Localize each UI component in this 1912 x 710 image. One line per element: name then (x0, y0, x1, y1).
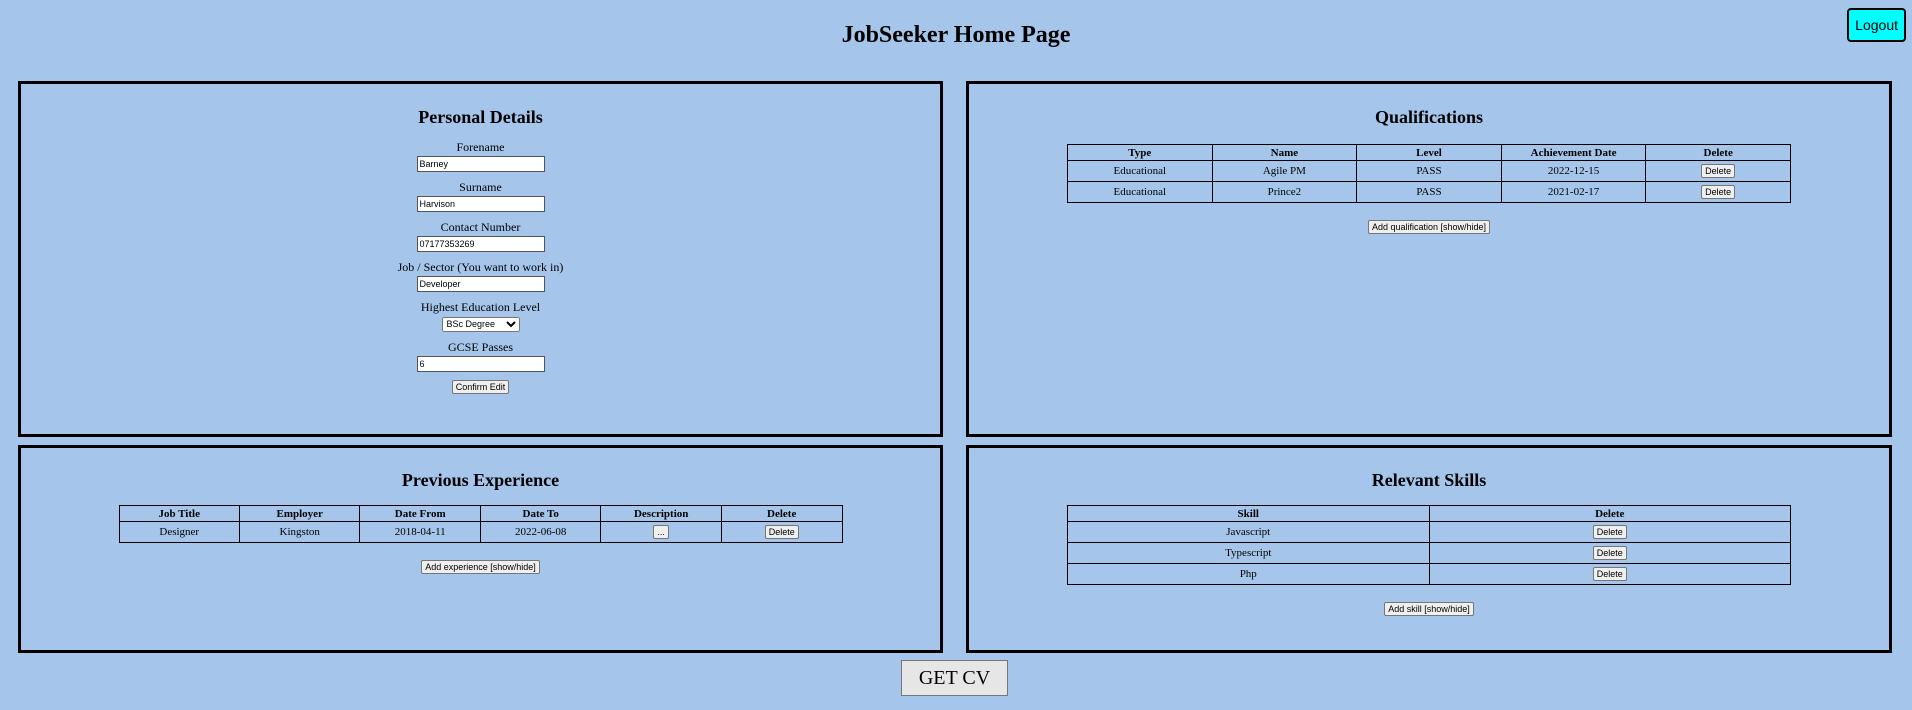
personal-details-heading: Personal Details (418, 107, 543, 127)
qualification-date: 2021-02-17 (1500, 181, 1647, 203)
column-header: Skill (1067, 505, 1430, 522)
skill-name: Typescript (1067, 542, 1430, 564)
qualification-date: 2022-12-15 (1500, 160, 1647, 182)
delete-qualification-button[interactable]: Delete (1701, 164, 1736, 178)
contact-number-label: Contact Number (440, 220, 521, 234)
table-header-row: Skill Delete (1067, 505, 1791, 522)
add-qualification-button[interactable]: Add qualification [show/hide] (1367, 220, 1491, 234)
previous-experience-heading: Previous Experience (401, 470, 560, 490)
table-header-row: Type Name Level Achievement Date Delete (1067, 144, 1791, 161)
delete-qualification-button[interactable]: Delete (1701, 185, 1736, 199)
column-header: Name (1211, 144, 1358, 161)
delete-cell: Delete (1428, 542, 1791, 564)
gcse-passes-input[interactable] (416, 356, 545, 372)
job-sector-input[interactable] (416, 276, 545, 292)
skills-table: Skill Delete Javascript Delete Typescrip… (1067, 505, 1791, 585)
skill-name: Javascript (1067, 521, 1430, 543)
gcse-passes-label: GCSE Passes (447, 340, 513, 354)
education-level-select[interactable]: BSc Degree (441, 316, 520, 332)
table-row: Designer Kingston 2018-04-11 2022-06-08 … (118, 521, 843, 543)
qualification-level: PASS (1356, 160, 1502, 182)
confirm-edit-button[interactable]: Confirm Edit (451, 380, 510, 394)
column-header: Date To (479, 505, 602, 522)
job-sector-group: Job / Sector (You want to work in) (21, 260, 940, 292)
qualification-name: Agile PM (1211, 160, 1358, 182)
qualification-type: Educational (1067, 181, 1213, 203)
surname-input[interactable] (416, 196, 545, 212)
experience-date-from: 2018-04-11 (359, 521, 481, 543)
contact-number-input[interactable] (416, 236, 545, 252)
experience-table: Job Title Employer Date From Date To Des… (118, 505, 843, 543)
column-header: Job Title (118, 505, 240, 522)
page-title: JobSeeker Home Page (841, 22, 1071, 48)
logout-button[interactable]: Logout (1847, 8, 1906, 42)
forename-group: Forename (21, 140, 940, 172)
skill-name: Php (1067, 563, 1430, 585)
table-row: Php Delete (1067, 563, 1791, 585)
relevant-skills-panel: Relevant Skills Skill Delete Javascript … (966, 445, 1892, 653)
description-cell: ... (600, 521, 722, 543)
delete-skill-button[interactable]: Delete (1592, 525, 1627, 539)
column-header: Date From (359, 505, 481, 522)
job-sector-label: Job / Sector (You want to work in) (397, 260, 564, 274)
surname-label: Surname (459, 180, 502, 194)
table-row: Typescript Delete (1067, 542, 1791, 564)
qualification-type: Educational (1067, 160, 1213, 182)
column-header: Description (600, 505, 722, 522)
add-experience-button[interactable]: Add experience [show/hide] (421, 560, 540, 574)
column-header: Employer (238, 505, 361, 522)
experience-job-title: Designer (118, 521, 240, 543)
qualifications-table: Type Name Level Achievement Date Delete … (1067, 144, 1791, 203)
education-level-label: Highest Education Level (420, 300, 541, 314)
surname-group: Surname (21, 180, 940, 212)
previous-experience-panel: Previous Experience Job Title Employer D… (18, 445, 943, 653)
personal-details-panel: Personal Details Forename Surname Contac… (18, 81, 943, 437)
qualification-level: PASS (1356, 181, 1502, 203)
delete-skill-button[interactable]: Delete (1592, 546, 1627, 560)
experience-employer: Kingston (238, 521, 361, 543)
get-cv-button[interactable]: GET CV (901, 660, 1008, 696)
delete-cell: Delete (1428, 521, 1791, 543)
delete-skill-button[interactable]: Delete (1592, 567, 1627, 581)
column-header: Delete (1428, 505, 1791, 522)
table-row: Educational Prince2 PASS 2021-02-17 Dele… (1067, 181, 1791, 203)
experience-date-to: 2022-06-08 (479, 521, 602, 543)
add-skill-button[interactable]: Add skill [show/hide] (1384, 602, 1474, 616)
qualification-name: Prince2 (1211, 181, 1358, 203)
column-header: Level (1356, 144, 1502, 161)
forename-input[interactable] (416, 156, 545, 172)
table-header-row: Job Title Employer Date From Date To Des… (118, 505, 843, 522)
table-row: Javascript Delete (1067, 521, 1791, 543)
relevant-skills-heading: Relevant Skills (1371, 470, 1487, 490)
column-header: Delete (720, 505, 843, 522)
table-row: Educational Agile PM PASS 2022-12-15 Del… (1067, 160, 1791, 182)
view-description-button[interactable]: ... (653, 525, 669, 539)
delete-cell: Delete (720, 521, 843, 543)
delete-cell: Delete (1645, 181, 1791, 203)
qualifications-heading: Qualifications (1374, 107, 1483, 127)
contact-number-group: Contact Number (21, 220, 940, 252)
column-header: Delete (1645, 144, 1791, 161)
gcse-passes-group: GCSE Passes (21, 340, 940, 372)
forename-label: Forename (456, 140, 505, 154)
delete-experience-button[interactable]: Delete (764, 525, 799, 539)
column-header: Type (1067, 144, 1213, 161)
delete-cell: Delete (1645, 160, 1791, 182)
column-header: Achievement Date (1500, 144, 1647, 161)
qualifications-panel: Qualifications Type Name Level Achieveme… (966, 81, 1892, 437)
education-level-group: Highest Education Level BSc Degree (21, 300, 940, 332)
delete-cell: Delete (1428, 563, 1791, 585)
